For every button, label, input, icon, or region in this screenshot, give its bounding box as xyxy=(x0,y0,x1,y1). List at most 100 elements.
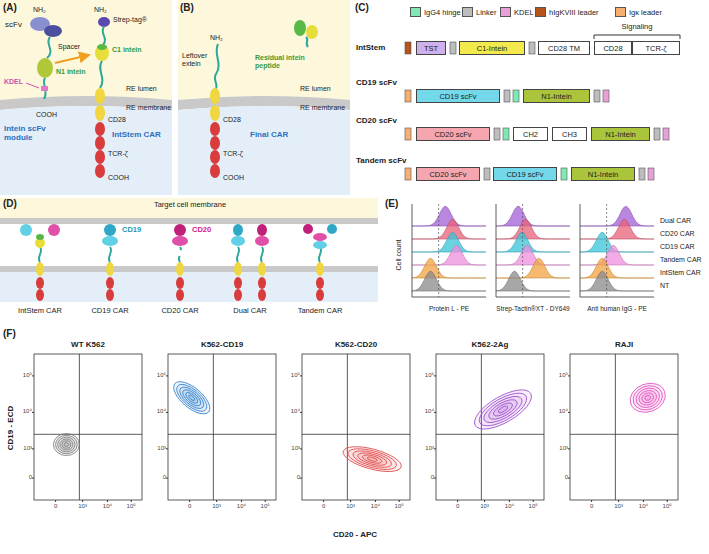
histogram xyxy=(580,245,654,265)
contour-line xyxy=(60,439,73,450)
construct-block xyxy=(561,168,567,180)
construct-block xyxy=(513,90,519,102)
axis-line xyxy=(580,204,654,297)
tcr-zeta-domain xyxy=(36,277,44,289)
histogram xyxy=(496,232,570,252)
histogram xyxy=(496,271,570,291)
contour-line xyxy=(626,378,669,417)
contour-line xyxy=(474,387,531,432)
histogram xyxy=(496,219,570,239)
contour-line xyxy=(367,456,378,462)
tick-mark xyxy=(618,500,619,502)
segment-label: N1-Intein xyxy=(541,92,571,101)
tcr-zeta-domain xyxy=(95,122,105,136)
tick-mark xyxy=(300,478,302,479)
tick-mark xyxy=(166,478,168,479)
annotation-label: CD20 CAR xyxy=(660,230,695,238)
segment-label: CD28 xyxy=(603,44,622,53)
annotation-label: CD19 - ECD xyxy=(6,406,15,450)
spacer-chain xyxy=(261,247,263,262)
legend-text: Linker xyxy=(476,8,496,17)
tcr-zeta-domain xyxy=(95,136,105,150)
panel-letter: (B) xyxy=(180,2,194,14)
tick-label: 10³ xyxy=(480,503,489,510)
tcr-zeta-domain xyxy=(316,289,324,301)
tick-label: 10³ xyxy=(212,503,221,510)
histogram xyxy=(412,271,486,291)
quadrant-line xyxy=(213,354,214,500)
segment-label: CD19 scFv xyxy=(506,170,543,179)
annotation-label: RE lumen xyxy=(126,85,157,93)
contour-line xyxy=(346,445,399,474)
construct-segment: CD28 TM xyxy=(538,41,590,55)
cd19-scfv xyxy=(102,236,118,246)
tick-label: 10⁵ xyxy=(291,372,300,379)
tick-mark xyxy=(457,500,458,502)
annotation-label: CD19 xyxy=(122,226,141,235)
signaling-bracket xyxy=(594,35,680,39)
leader-line xyxy=(26,83,39,88)
tcr-zeta-domain xyxy=(95,164,105,178)
tick-mark xyxy=(643,500,644,502)
contour-line xyxy=(184,391,200,406)
construct-segment: CD28 xyxy=(594,41,632,55)
contour-line xyxy=(637,388,659,407)
lumen-region xyxy=(178,0,350,100)
annotation-label: Dual CAR xyxy=(660,217,691,225)
tick-mark xyxy=(216,500,217,502)
annotation-label: KDEL xyxy=(4,78,23,86)
tick-mark xyxy=(166,375,168,376)
annotation-label: Spacer xyxy=(58,43,80,51)
quadrant-line xyxy=(347,354,348,500)
annotation-label: NH₂ xyxy=(33,6,46,14)
spacer-chain xyxy=(319,247,321,262)
tick-label: 10⁵ xyxy=(157,372,166,379)
cd28-domain xyxy=(234,262,242,276)
tick-label: 0 xyxy=(590,503,593,510)
annotation-label: Intein scFv module xyxy=(4,124,59,142)
quadrant-line xyxy=(34,434,142,435)
tick-mark xyxy=(166,448,168,449)
tick-mark xyxy=(189,500,190,502)
strep-tag xyxy=(36,234,44,240)
tick-label: 10⁴ xyxy=(505,503,514,510)
tick-mark xyxy=(434,478,436,479)
segment-label: CD19 scFv xyxy=(439,92,476,101)
tick-label: 10⁴ xyxy=(23,408,32,415)
construct-block xyxy=(639,168,645,180)
annotation-label: Final CAR xyxy=(250,130,288,139)
cd19-scfv xyxy=(313,241,327,249)
cd28-domain xyxy=(95,105,105,121)
tcr-zeta-domain xyxy=(210,122,220,136)
tick-mark xyxy=(32,375,34,376)
contour-line xyxy=(362,453,383,465)
tick-mark xyxy=(265,500,266,502)
construct-segment: C1-Intein xyxy=(459,41,525,55)
cd19-antigen xyxy=(104,224,116,236)
tick-mark xyxy=(484,500,485,502)
tcr-zeta-domain xyxy=(258,289,266,301)
construct-segment: CD20 scFv xyxy=(416,167,480,181)
cd28-domain xyxy=(176,262,184,276)
construct-block xyxy=(529,42,535,54)
spacer-chain xyxy=(100,61,102,88)
annotation-label: COOH xyxy=(36,111,57,119)
tcr-zeta-domain xyxy=(176,277,184,289)
contour-line xyxy=(351,448,393,471)
tick-mark xyxy=(241,500,242,502)
annotation-label: scFv xyxy=(5,20,22,29)
quadrant-line xyxy=(79,354,80,500)
legend-item: IgG4 hinge xyxy=(410,7,461,17)
car-t-cytosol xyxy=(0,272,378,302)
histogram xyxy=(580,219,654,239)
tcr-zeta-domain xyxy=(258,277,266,289)
annotation-label: CD20 scFv xyxy=(356,116,397,125)
annotation-label: RE lumen xyxy=(300,85,331,93)
construct-segment: CD20 scFv xyxy=(416,127,490,141)
tick-mark xyxy=(667,500,668,502)
segment-label: CD28 TM xyxy=(548,44,580,53)
construct-block xyxy=(405,90,411,102)
quadrant-line xyxy=(570,434,678,435)
annotation-label: K562-2Ag xyxy=(472,340,509,349)
tick-mark xyxy=(399,500,400,502)
